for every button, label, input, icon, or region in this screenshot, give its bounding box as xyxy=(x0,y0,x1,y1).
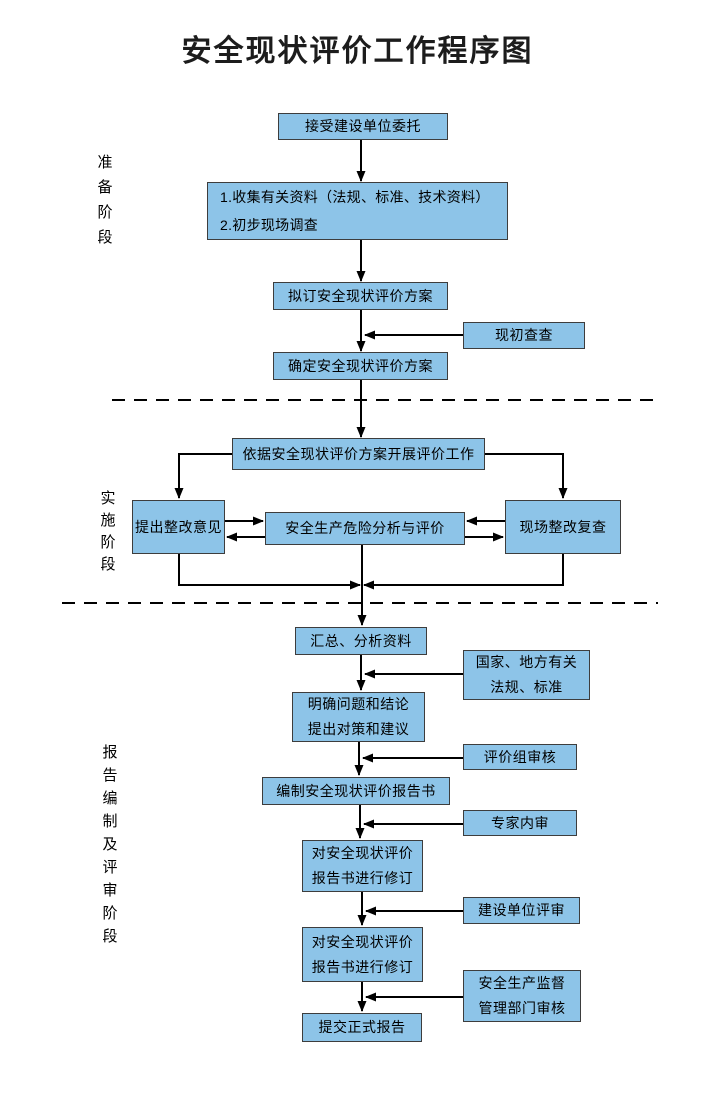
node-submit-final-report: 提交正式报告 xyxy=(302,1013,422,1042)
node-carry-out-evaluation: 依据安全现状评价方案开展评价工作 xyxy=(232,438,485,470)
node-safety-supervision-review: 安全生产监督 管理部门审核 xyxy=(463,970,581,1022)
node-initial-site-check: 现初查查 xyxy=(463,322,585,349)
node-revise-report-2: 对安全现状评价 报告书进行修订 xyxy=(302,927,423,982)
node-propose-rectification: 提出整改意见 xyxy=(132,500,225,554)
node-confirm-plan: 确定安全现状评价方案 xyxy=(273,352,448,380)
node-draft-plan: 拟订安全现状评价方案 xyxy=(273,282,448,310)
node-accept-commission: 接受建设单位委托 xyxy=(278,113,448,140)
node-client-review: 建设单位评审 xyxy=(463,897,580,924)
node-laws-standards: 国家、地方有关 法规、标准 xyxy=(463,650,590,700)
node-clarify-conclusions: 明确问题和结论 提出对策和建议 xyxy=(292,692,425,742)
phase-label-preparation: 准备阶段 xyxy=(97,154,113,246)
node-hazard-analysis: 安全生产危险分析与评价 xyxy=(265,512,465,545)
node-summarize-data: 汇总、分析资料 xyxy=(295,627,427,655)
node-expert-internal-review: 专家内审 xyxy=(463,810,577,836)
node-revise-report-1: 对安全现状评价 报告书进行修订 xyxy=(302,840,423,892)
phase-label-report-review: 报告编制及评审阶段 xyxy=(102,744,118,945)
node-collect-info: 1.收集有关资料（法规、标准、技术资料） 2.初步现场调查 xyxy=(207,182,508,240)
node-site-rectification-recheck: 现场整改复查 xyxy=(505,500,621,554)
node-compile-report: 编制安全现状评价报告书 xyxy=(262,777,450,805)
phase-label-implementation: 实施阶段 xyxy=(100,490,116,573)
page-title: 安全现状评价工作程序图 xyxy=(181,35,534,68)
node-evaluation-group-review: 评价组审核 xyxy=(463,744,577,770)
